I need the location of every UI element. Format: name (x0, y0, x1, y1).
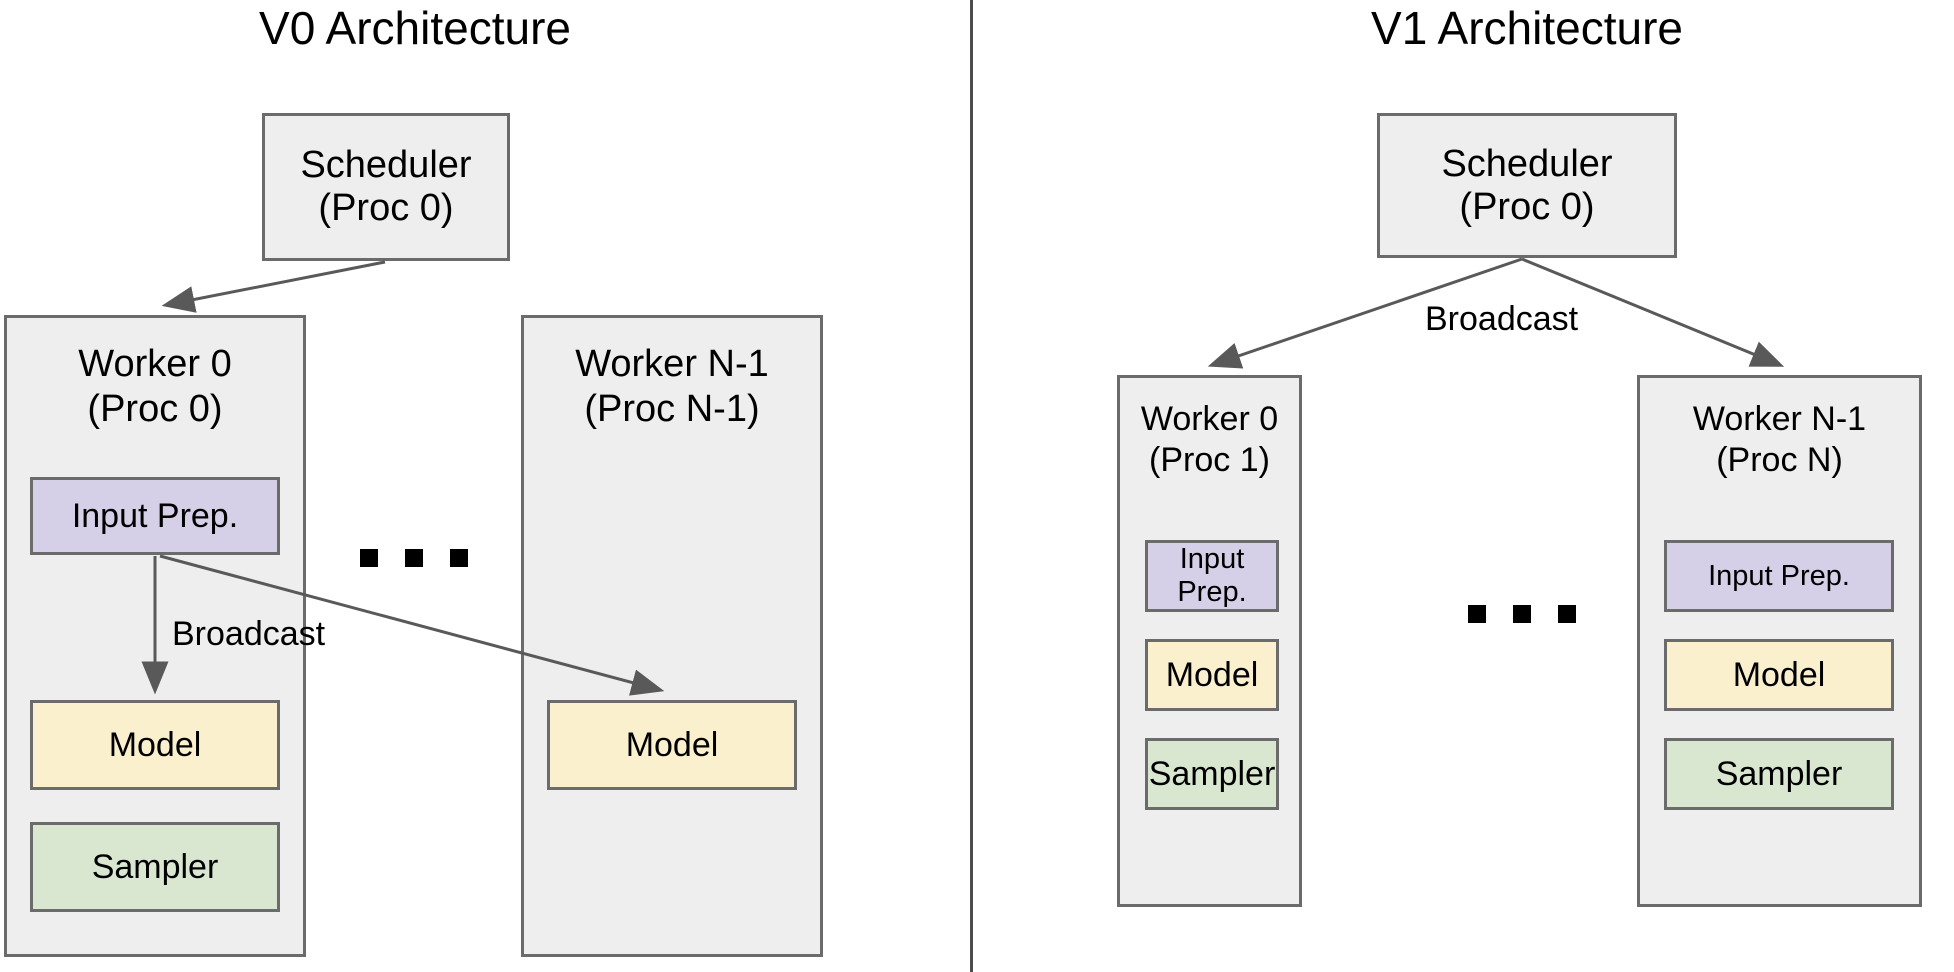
v1-scheduler-node[interactable]: Scheduler (Proc 0) (1377, 113, 1677, 258)
v1-broadcast-label: Broadcast (1425, 300, 1579, 338)
v0-worker-n-1-model-box[interactable]: Model (547, 700, 797, 790)
v0-worker-0-input-prep-box[interactable]: Input Prep. (30, 477, 280, 555)
v0-worker-0-sampler-box[interactable]: Sampler (30, 822, 280, 912)
v1-worker-n-1-input-prep-label: Input Prep. (1708, 559, 1850, 592)
v1-worker-n-1-sampler-label: Sampler (1715, 754, 1843, 793)
v0-arrow-scheduler-to-worker0 (161, 260, 386, 313)
v0-scheduler-line1: Scheduler (300, 144, 472, 187)
v0-worker-0-sampler-label: Sampler (91, 847, 219, 886)
v1-worker-0-input-prep-label: Input Prep. (1177, 543, 1247, 608)
v0-broadcast-label: Broadcast (172, 615, 326, 653)
v1-worker-0-model-box[interactable]: Model (1145, 639, 1279, 711)
panel-divider (970, 0, 973, 972)
v1-worker-0-title-line2: (Proc 1) (1149, 441, 1270, 479)
v0-worker-n-1-title-line1: Worker N-1 (575, 343, 769, 385)
v0-worker-0-model-box[interactable]: Model (30, 700, 280, 790)
v0-worker-n-1-model-label: Model (625, 725, 719, 764)
v0-worker-0-title-line2: (Proc 0) (87, 388, 223, 430)
v1-worker-n-1-input-prep-box[interactable]: Input Prep. (1664, 540, 1894, 612)
v0-worker-0-input-prep-label: Input Prep. (71, 496, 239, 535)
v1-worker-0-model-label: Model (1165, 655, 1259, 694)
page-title-v0: V0 Architecture (259, 2, 571, 54)
v1-ellipsis (1468, 604, 1576, 624)
v1-worker-n-1-model-box[interactable]: Model (1664, 639, 1894, 711)
v1-scheduler-line2: (Proc 0) (1459, 185, 1595, 228)
v0-worker-n-1-title-line2: (Proc N-1) (584, 388, 760, 430)
v1-worker-n-1-title-line2: (Proc N) (1716, 441, 1843, 479)
v1-worker-n-1-title-line1: Worker N-1 (1692, 400, 1867, 438)
page-title-v1: V1 Architecture (1371, 2, 1683, 54)
v1-worker-n-1-model-label: Model (1732, 655, 1826, 694)
v1-worker-n-1-sampler-box[interactable]: Sampler (1664, 738, 1894, 810)
v1-scheduler-line1: Scheduler (1441, 142, 1613, 185)
v1-worker-0-title-line1: Worker 0 (1140, 400, 1279, 438)
v1-worker-0-sampler-box[interactable]: Sampler (1145, 738, 1279, 810)
v0-worker-0-title-line1: Worker 0 (78, 343, 232, 385)
v0-worker-0-model-label: Model (108, 725, 202, 764)
v0-ellipsis (360, 548, 468, 568)
v1-worker-0-sampler-label: Sampler (1148, 754, 1276, 793)
v0-scheduler-node[interactable]: Scheduler (Proc 0) (262, 113, 510, 261)
v0-scheduler-line2: (Proc 0) (318, 187, 454, 229)
v1-worker-0-input-prep-box[interactable]: Input Prep. (1145, 540, 1279, 612)
